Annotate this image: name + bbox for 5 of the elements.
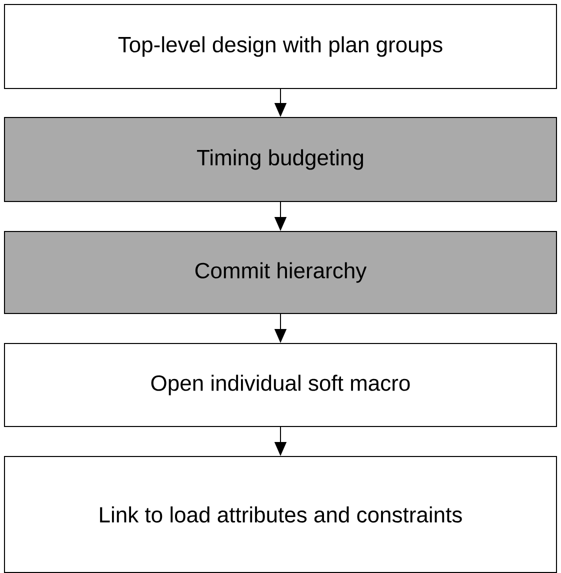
process-box: Timing budgeting bbox=[4, 117, 557, 202]
process-box: Link to load attributes and constraints bbox=[4, 456, 557, 573]
process-box: Top-level design with plan groups bbox=[4, 4, 557, 89]
process-box: Open individual soft macro bbox=[4, 343, 557, 427]
process-box: Commit hierarchy bbox=[4, 231, 557, 314]
